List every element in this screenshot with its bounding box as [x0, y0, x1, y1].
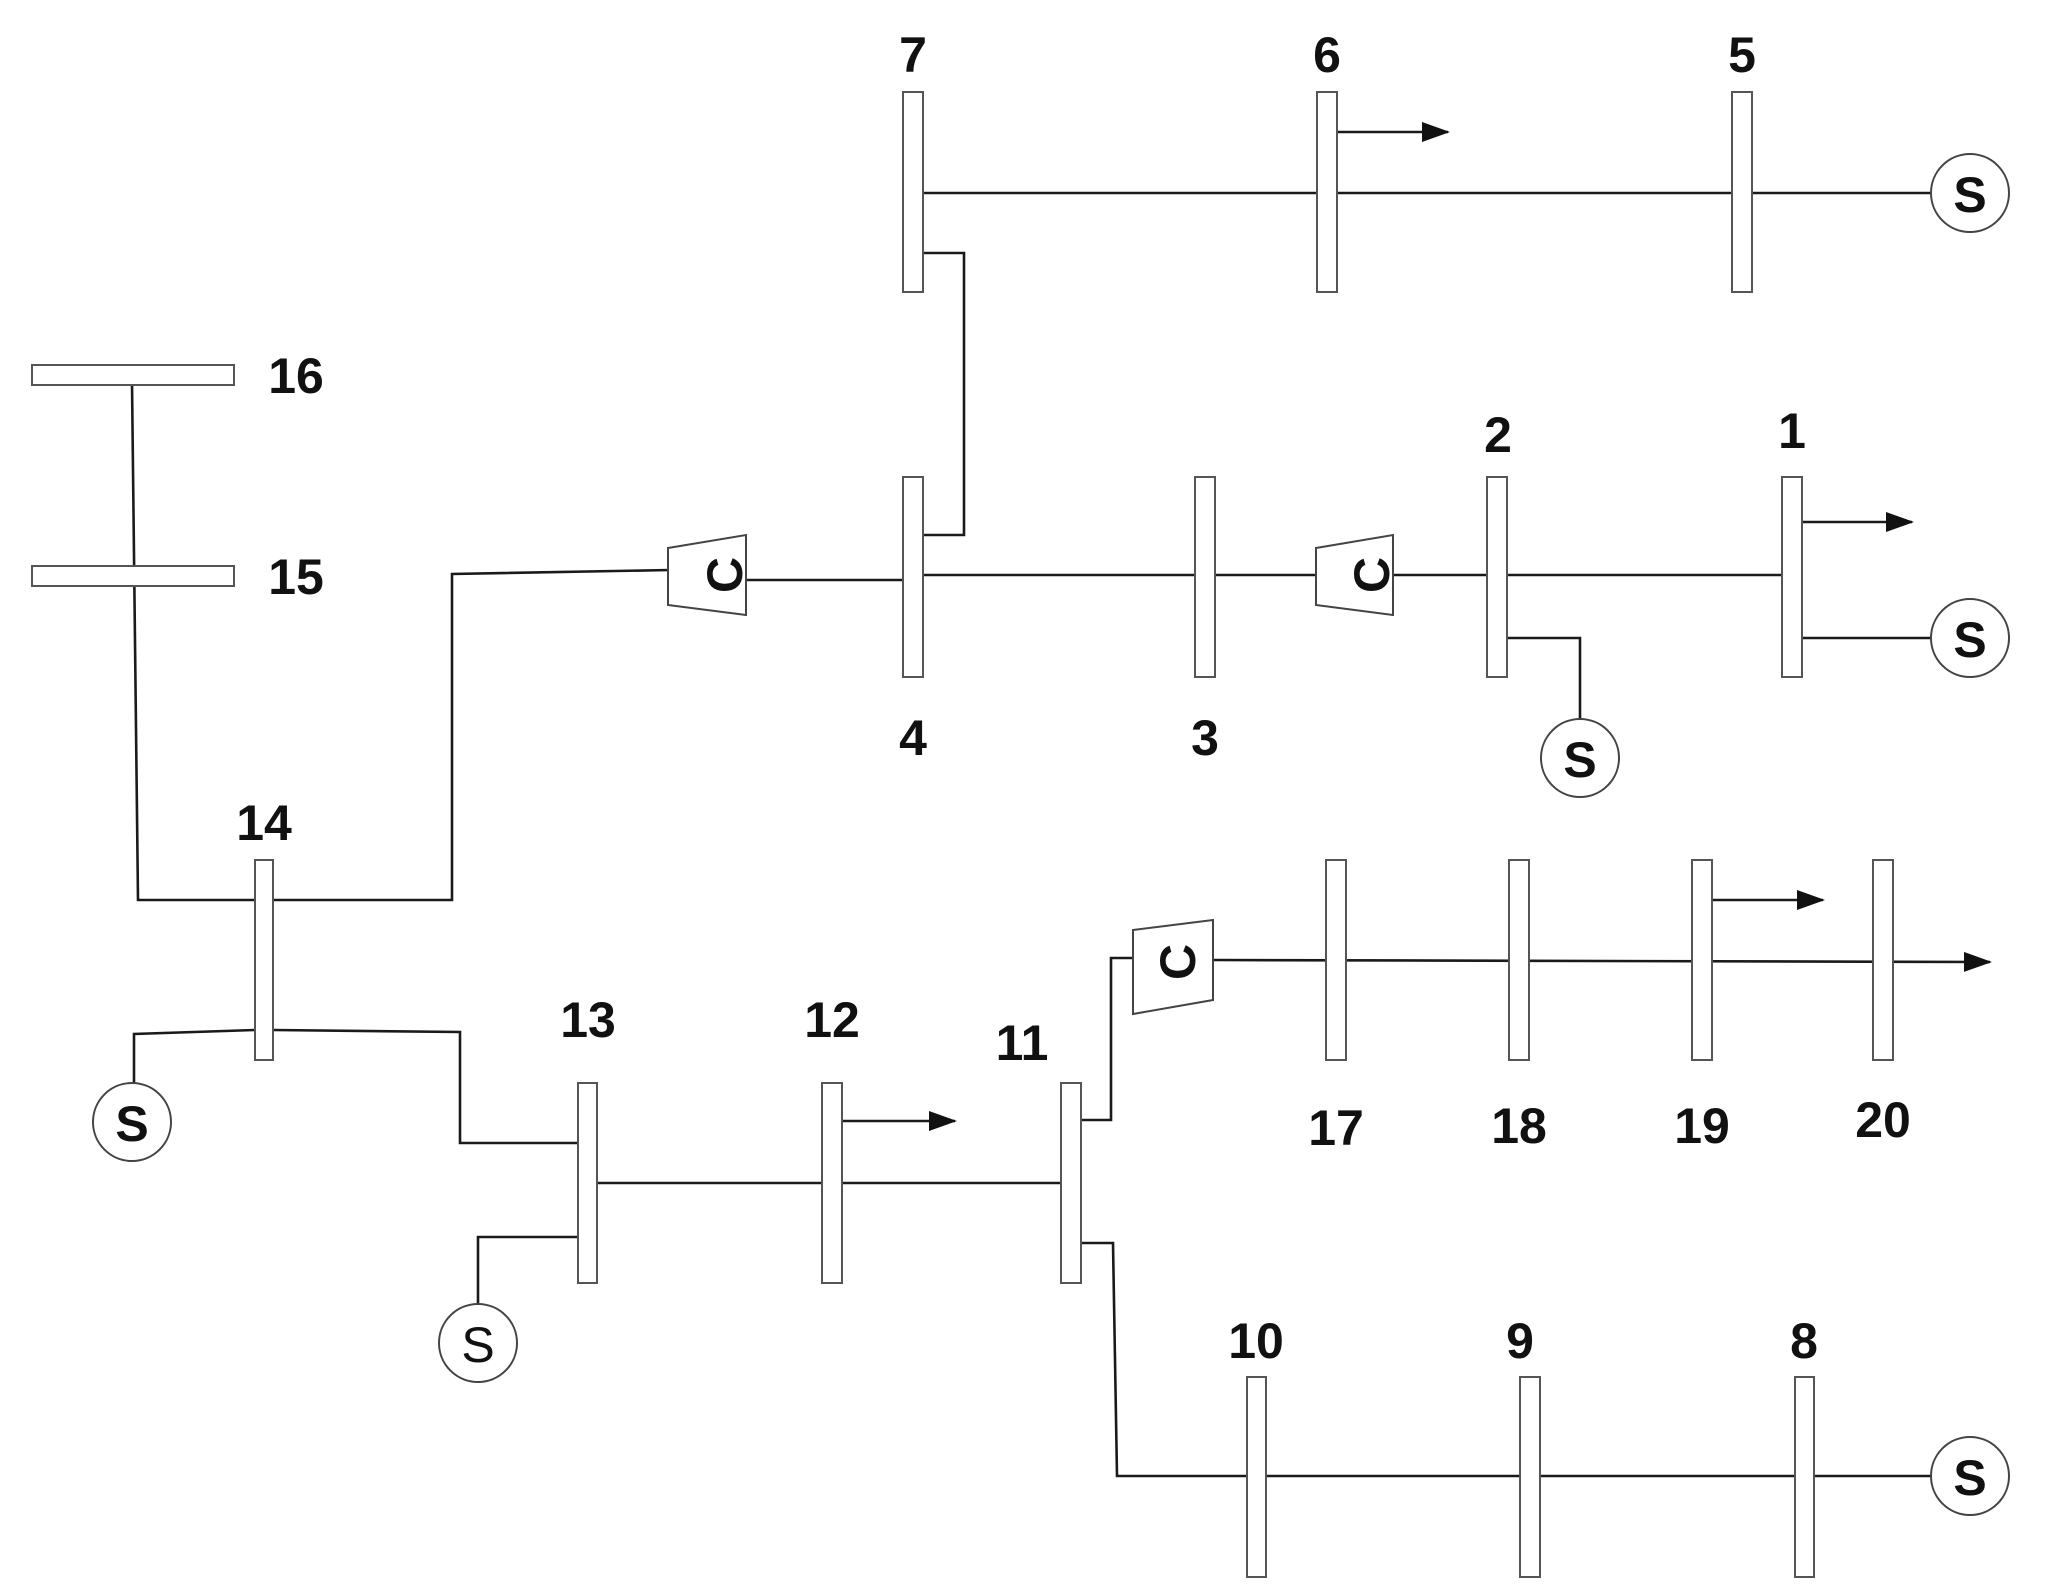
- node-label-18: 18: [1491, 1098, 1547, 1154]
- pipe-7-4: [923, 251, 966, 537]
- pipe-2-source: [1507, 636, 1582, 723]
- node-bar-5: [1731, 91, 1753, 293]
- pipe-14-source: [132, 1028, 256, 1085]
- source-label: S: [1563, 732, 1596, 788]
- node-bar-11: [1060, 1082, 1082, 1284]
- node-label-6: 6: [1313, 27, 1341, 83]
- source-label: S: [115, 1096, 148, 1152]
- node-label-3: 3: [1191, 710, 1219, 766]
- node-bar-1: [1781, 476, 1803, 678]
- pipe-16-14: [130, 382, 255, 902]
- node-bar-19: [1691, 859, 1713, 1061]
- node-bar-20: [1872, 859, 1894, 1061]
- node-bar-2: [1486, 476, 1508, 678]
- compressor-c4: C: [667, 533, 753, 617]
- pipe-14-13: [272, 1028, 578, 1145]
- node-label-19: 19: [1674, 1098, 1730, 1154]
- source-node-14: S: [92, 1082, 172, 1162]
- source-node-1: S: [1930, 598, 2010, 678]
- node-label-8: 8: [1790, 1313, 1818, 1369]
- node-bar-15: [31, 565, 235, 587]
- source-node-5: S: [1930, 153, 2010, 233]
- node-label-16: 16: [268, 348, 324, 404]
- node-bar-4: [902, 476, 924, 678]
- node-bar-18: [1508, 859, 1530, 1061]
- node-bar-3: [1194, 476, 1216, 678]
- source-node-13: S: [438, 1303, 518, 1383]
- node-label-2: 2: [1484, 407, 1512, 463]
- pipelines: [130, 191, 1992, 1478]
- pipe-14-c4: [273, 568, 671, 902]
- node-bar-14: [254, 859, 274, 1061]
- node-label-12: 12: [804, 992, 860, 1048]
- node-label-14: 14: [236, 795, 292, 851]
- node-label-4: 4: [899, 710, 927, 766]
- node-bar-6: [1316, 91, 1338, 293]
- node-labels: 7 6 5 16 15 2 1 4 3 14 13 12 11 17 18 19…: [236, 27, 1911, 1369]
- node-bar-17: [1325, 859, 1347, 1061]
- node-label-9: 9: [1506, 1313, 1534, 1369]
- node-bar-7: [902, 91, 924, 293]
- source-label: S: [1953, 612, 1986, 668]
- node-label-20: 20: [1855, 1092, 1911, 1148]
- pipe-11-c17: [1081, 956, 1135, 1122]
- load-arrows: [842, 122, 1914, 1131]
- pipe-13-source: [476, 1235, 578, 1305]
- node-label-5: 5: [1728, 27, 1756, 83]
- compressor-c17: C: [1132, 918, 1214, 1016]
- source-label: S: [1953, 1450, 1986, 1506]
- source-label: S: [1953, 167, 1986, 223]
- compressor-label: C: [1344, 557, 1400, 593]
- node-label-15: 15: [268, 549, 324, 605]
- nodes: [31, 91, 1894, 1578]
- node-label-7: 7: [899, 27, 927, 83]
- node-label-1: 1: [1778, 403, 1806, 459]
- compressor-c2: C: [1315, 533, 1400, 617]
- node-bar-8: [1794, 1376, 1815, 1578]
- node-label-11: 11: [996, 1015, 1049, 1071]
- pipe-11-10: [1081, 1241, 1250, 1478]
- node-bar-10: [1246, 1376, 1267, 1578]
- source-node-2: S: [1540, 718, 1620, 798]
- node-label-17: 17: [1308, 1100, 1364, 1156]
- source-node-8: S: [1930, 1436, 2010, 1516]
- source-label: S: [461, 1317, 494, 1373]
- node-bar-12: [821, 1082, 843, 1284]
- compressor-label: C: [1150, 944, 1206, 980]
- node-label-10: 10: [1228, 1313, 1284, 1369]
- compressors: C C C: [667, 533, 1400, 1016]
- node-bar-16: [31, 364, 235, 386]
- node-bar-9: [1519, 1376, 1541, 1578]
- sources: S S S S S S: [92, 153, 2010, 1516]
- compressor-label: C: [697, 557, 753, 593]
- node-bar-13: [577, 1082, 598, 1284]
- node-label-13: 13: [560, 992, 616, 1048]
